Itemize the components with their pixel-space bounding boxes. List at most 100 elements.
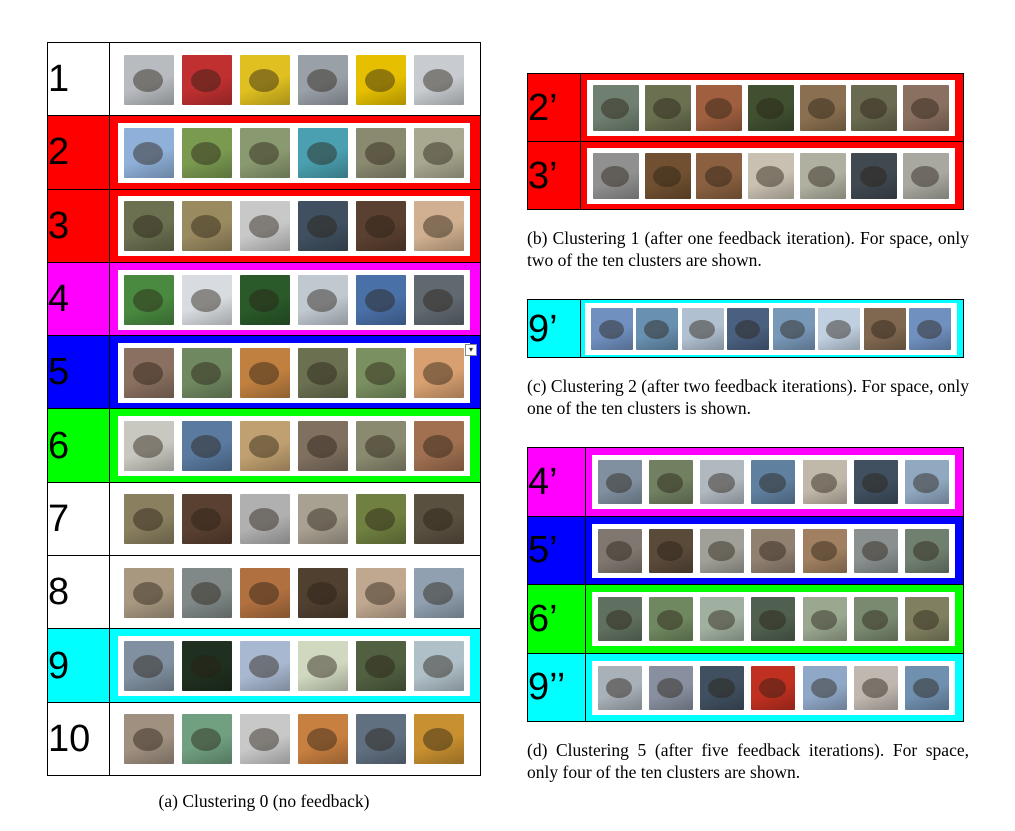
cluster-image-thumbnail: [598, 528, 642, 573]
cluster-image-thumbnail: [644, 85, 691, 131]
cluster-image-thumbnail: [124, 54, 174, 105]
cluster-image-thumbnail: [802, 665, 847, 710]
cluster-image-thumbnail: [681, 308, 724, 350]
cluster-image-thumbnail: [902, 153, 949, 199]
cluster-image-strip: [585, 447, 964, 517]
cluster-image-thumbnail: [124, 201, 174, 252]
cluster-image-thumbnail: [182, 347, 232, 398]
cluster-image-thumbnail: [700, 597, 745, 642]
thumbnail-strip: [118, 196, 470, 257]
cluster-image-thumbnail: [904, 528, 949, 573]
thumbnail-strip: [592, 592, 955, 647]
thumbnail-strip: [118, 636, 470, 697]
cluster-image-thumbnail: [124, 127, 174, 178]
cluster-image-thumbnail: [298, 494, 348, 545]
cluster-image-thumbnail: [182, 494, 232, 545]
cluster-image-thumbnail: [700, 460, 745, 505]
cluster-image-thumbnail: [298, 54, 348, 105]
cluster-image-strip: [109, 41, 481, 117]
cluster-image-thumbnail: [356, 274, 406, 325]
cluster-image-thumbnail: [649, 528, 694, 573]
cluster-image-thumbnail: [182, 641, 232, 692]
cluster-image-strip: [585, 652, 964, 722]
cluster-image-thumbnail: [598, 597, 642, 642]
cluster-label: 4’: [527, 447, 586, 517]
cluster-image-thumbnail: [802, 528, 847, 573]
cluster-image-strip: [109, 628, 481, 703]
cluster-label: 8: [47, 555, 110, 630]
cluster-row: 6’: [527, 584, 964, 654]
cluster-label: 6’: [527, 584, 586, 654]
cluster-image-thumbnail: [240, 494, 290, 545]
cluster-label: 9: [47, 628, 110, 703]
cluster-row: 9’’: [527, 652, 964, 722]
cluster-image-thumbnail: [593, 85, 639, 131]
cluster-label: 1: [47, 41, 110, 117]
cluster-image-thumbnail: [182, 421, 232, 472]
cluster-row: 9: [47, 628, 481, 703]
cluster-image-thumbnail: [414, 54, 464, 105]
cluster-image-thumbnail: [414, 127, 464, 178]
thumbnail-strip: [118, 709, 470, 770]
cluster-label: 3’: [527, 141, 581, 210]
cluster-image-thumbnail: [593, 153, 639, 199]
cluster-row: 10: [47, 701, 481, 776]
cluster-image-thumbnail: [802, 597, 847, 642]
cluster-image-thumbnail: [751, 528, 796, 573]
thumbnail-strip: [592, 455, 955, 510]
panel-d-table: 4’5’6’9’’: [527, 447, 964, 722]
cluster-label: 9’: [527, 299, 581, 358]
cluster-image-thumbnail: [904, 460, 949, 505]
cluster-image-thumbnail: [240, 347, 290, 398]
cluster-image-thumbnail: [356, 127, 406, 178]
cluster-image-thumbnail: [696, 153, 743, 199]
thumbnail-strip: [118, 269, 470, 330]
cluster-row: 4’: [527, 447, 964, 517]
cluster-image-thumbnail: [240, 201, 290, 252]
cluster-image-thumbnail: [356, 54, 406, 105]
cluster-label: 5: [47, 335, 110, 410]
cluster-image-thumbnail: [818, 308, 861, 350]
cluster-image-thumbnail: [298, 347, 348, 398]
cluster-image-thumbnail: [356, 347, 406, 398]
cluster-image-strip: [109, 408, 481, 483]
cluster-image-thumbnail: [356, 494, 406, 545]
cluster-row: 7: [47, 481, 481, 557]
cluster-image-strip: [109, 261, 481, 337]
cluster-image-thumbnail: [182, 714, 232, 765]
cluster-image-thumbnail: [182, 567, 232, 618]
cluster-image-thumbnail: [700, 528, 745, 573]
cluster-label: 2’: [527, 73, 581, 142]
cluster-image-thumbnail: [124, 494, 174, 545]
cluster-image-thumbnail: [772, 308, 815, 350]
cluster-image-strip: [109, 188, 481, 263]
cluster-image-thumbnail: [851, 85, 898, 131]
cluster-image-thumbnail: [414, 494, 464, 545]
cluster-image-strip: [580, 141, 964, 210]
cluster-label: 9’’: [527, 652, 586, 722]
cluster-image-strip: [580, 299, 964, 358]
panel-b-caption: (b) Clustering 1 (after one feedback ite…: [527, 228, 969, 270]
cluster-label: 4: [47, 261, 110, 337]
cluster-image-thumbnail: [636, 308, 679, 350]
cluster-image-thumbnail: [649, 597, 694, 642]
cluster-row: 3’: [527, 141, 964, 210]
cluster-label: 10: [47, 701, 110, 776]
cluster-image-thumbnail: [598, 460, 642, 505]
cluster-image-thumbnail: [853, 597, 898, 642]
panel-c-table: 9’: [527, 299, 964, 358]
cluster-row: 5: [47, 335, 481, 410]
cluster-image-thumbnail: [298, 274, 348, 325]
cluster-row: 4: [47, 261, 481, 337]
cluster-label: 6: [47, 408, 110, 483]
thumbnail-strip: [585, 303, 957, 355]
cluster-image-strip: [109, 115, 481, 190]
cluster-image-thumbnail: [863, 308, 906, 350]
cluster-image-thumbnail: [751, 597, 796, 642]
thumbnail-strip: [118, 489, 470, 550]
thumbnail-strip: [118, 342, 470, 403]
cluster-image-thumbnail: [298, 127, 348, 178]
cluster-image-thumbnail: [598, 665, 642, 710]
cluster-image-thumbnail: [240, 274, 290, 325]
cluster-label: 7: [47, 481, 110, 557]
